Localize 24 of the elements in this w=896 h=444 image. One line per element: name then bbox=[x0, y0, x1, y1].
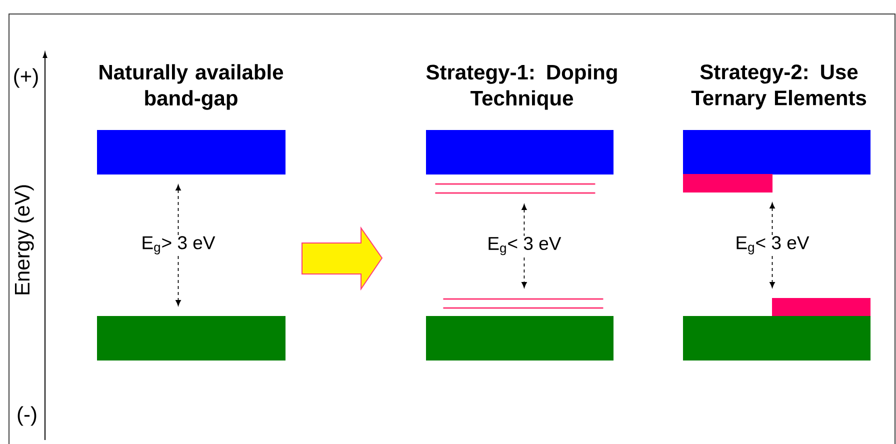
edge-label: E$_{g}$< 3 eV bbox=[736, 236, 810, 254]
energy-band bbox=[426, 316, 614, 360]
panel-heading: Strategy-2: Use Ternary Elements bbox=[691, 64, 866, 110]
energy-level-line bbox=[443, 307, 604, 309]
energy-level-line bbox=[435, 183, 596, 185]
energy-band bbox=[772, 298, 871, 316]
double-arrow bbox=[522, 204, 527, 288]
energy-band bbox=[683, 174, 772, 192]
energy-band bbox=[97, 130, 286, 174]
energy-band bbox=[97, 316, 286, 360]
energy-band bbox=[683, 316, 871, 360]
edge-label: E$_{g}$> 3 eV bbox=[142, 236, 216, 254]
panel-heading: Strategy-1: Doping Technique bbox=[426, 64, 617, 110]
axis-label: Energy (eV) bbox=[14, 185, 34, 294]
energy-level-line bbox=[443, 298, 604, 300]
energy-band bbox=[426, 130, 614, 174]
energy-level-line bbox=[435, 192, 596, 194]
double-arrow bbox=[770, 202, 775, 288]
panel-heading: Naturally available band-gap bbox=[100, 64, 284, 110]
axis-end-label: (+) bbox=[14, 68, 38, 88]
edge-label: E$_{g}$< 3 eV bbox=[488, 236, 562, 256]
energy-band bbox=[683, 130, 871, 174]
axis-end-label: (-) bbox=[18, 406, 36, 426]
double-arrow bbox=[176, 184, 181, 306]
